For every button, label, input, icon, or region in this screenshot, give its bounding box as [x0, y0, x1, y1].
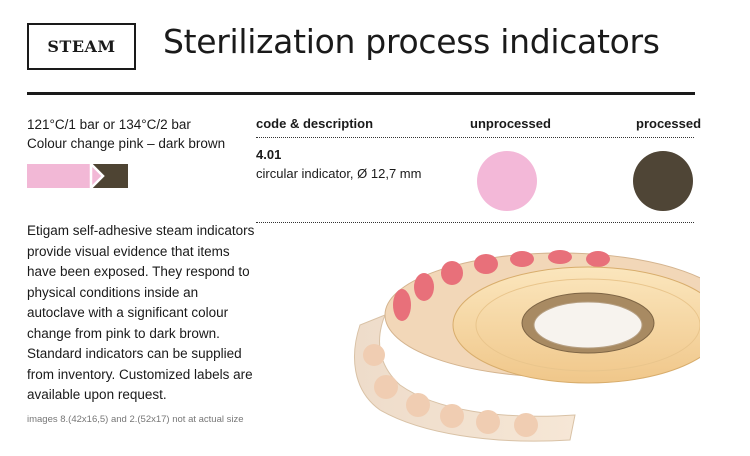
page-title: Sterilization process indicators — [163, 22, 660, 61]
spec-colour-change: Colour change pink – dark brown — [27, 136, 226, 151]
product-code: 4.01 — [256, 147, 282, 162]
column-header-processed: processed — [636, 116, 702, 131]
unprocessed-indicator-sample — [477, 151, 537, 211]
header-divider — [27, 92, 695, 95]
roll-core-hole — [533, 301, 643, 349]
roll-face-ring — [475, 278, 700, 372]
roll-red-labels — [393, 250, 610, 321]
swatch-arrow-edge — [89, 164, 105, 188]
tape-labels — [363, 344, 538, 437]
colour-change-swatch — [27, 164, 128, 188]
indicator-label-roll-image — [354, 250, 700, 442]
column-header-code: code & description — [256, 116, 374, 131]
product-description: Etigam self-adhesive steam indicators pr… — [27, 223, 255, 402]
table-top-divider — [256, 137, 694, 138]
swatch-pink-arrow — [27, 164, 103, 188]
column-header-unprocessed: unprocessed — [470, 116, 551, 131]
processed-indicator-sample — [633, 151, 693, 211]
badge-label: STEAM — [47, 37, 116, 56]
spec-conditions: 121°C/1 bar or 134°C/2 bar — [27, 117, 191, 132]
product-code-description: circular indicator, Ø 12,7 mm — [256, 166, 422, 181]
image-size-note: images 8.(42x16,5) and 2.(52x17) not at … — [27, 414, 244, 425]
process-badge: STEAM — [27, 23, 136, 70]
table-bottom-divider — [256, 222, 694, 223]
